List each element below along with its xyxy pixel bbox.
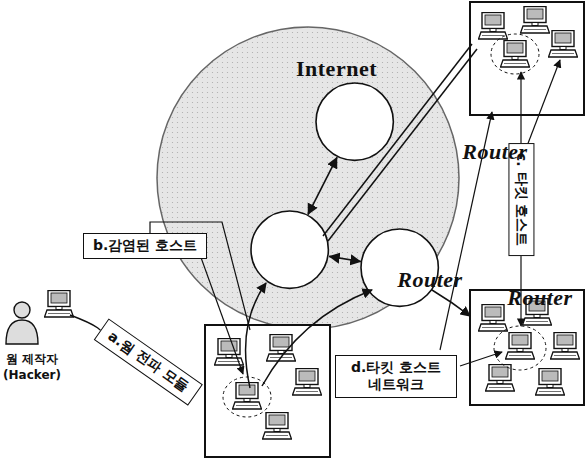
node-label: Router — [462, 139, 527, 165]
callout-text: b.감염된 호스트 — [93, 237, 197, 253]
target-host-box — [470, 2, 584, 115]
router-circle — [315, 82, 394, 161]
callout-box: d.타킷 호스트 네트워크 — [335, 355, 457, 398]
router-node: Router — [315, 82, 394, 161]
callout-box: a.웜 전파 모듈 — [94, 318, 202, 405]
computer-icons — [45, 7, 580, 440]
actor-label: 웜 제작자 (Hacker) — [0, 352, 64, 383]
infected-network-box — [205, 325, 330, 457]
hacker-figure — [6, 302, 38, 344]
node-label: Internet — [296, 56, 377, 82]
internet-cloud: RouterRouterRouterInternet — [156, 26, 460, 330]
callout-box: b.감염된 호스트 — [83, 233, 207, 259]
node-label: Router — [397, 267, 462, 293]
router-circle — [250, 210, 329, 289]
callout-text: d.타킷 호스트 네트워크 — [351, 359, 441, 393]
router-node: Router — [250, 210, 329, 289]
callout-text: c. 타킷 호스트 — [514, 153, 530, 246]
node-label: Router — [507, 285, 572, 311]
label-text: 웜 제작자 (Hacker) — [3, 352, 61, 382]
callout-text: a.웜 전파 모듈 — [105, 327, 192, 394]
